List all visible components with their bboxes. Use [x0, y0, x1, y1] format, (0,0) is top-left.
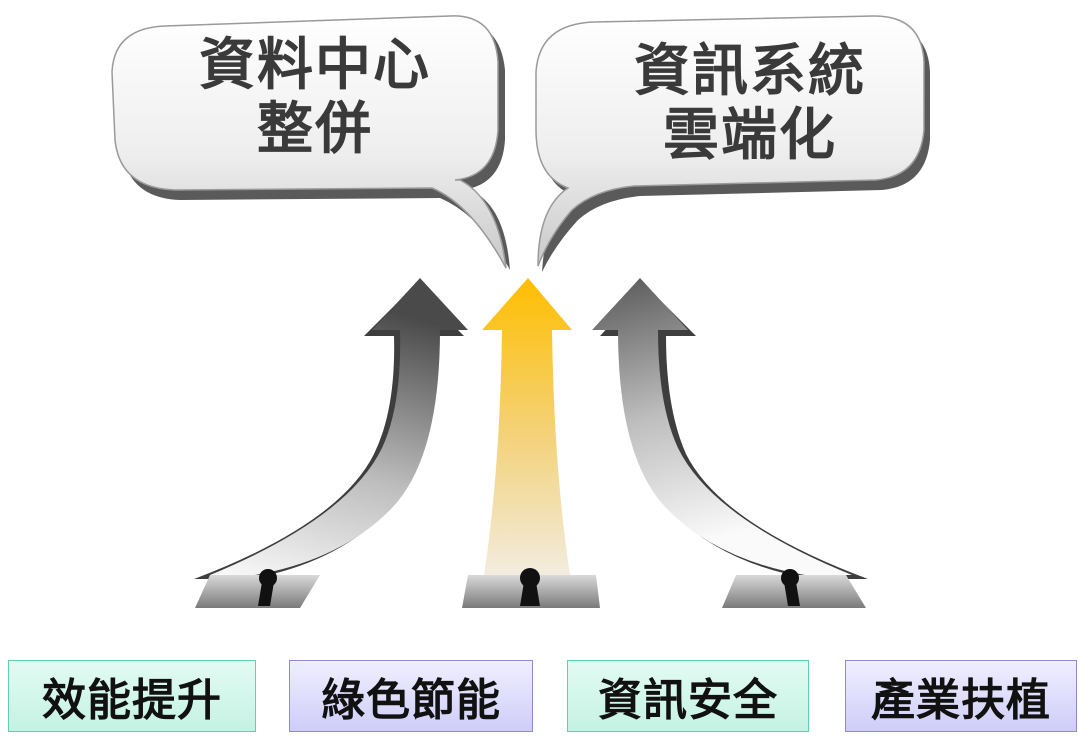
callout-right-line1: 資訊系統: [634, 39, 866, 104]
goal-box-industry-support: 產業扶植: [845, 660, 1077, 732]
callout-left-text: 資料中心 整併: [150, 34, 480, 162]
keyhole-right: [781, 569, 800, 606]
goal-box-green-energy: 綠色節能: [289, 660, 533, 732]
callout-left-line1: 資料中心: [199, 33, 431, 98]
arrow-left: [194, 278, 468, 608]
callout-right: [535, 15, 930, 272]
keyhole-center: [520, 568, 540, 606]
goal-box-info-security: 資訊安全: [567, 660, 809, 732]
callout-left-line2: 整併: [257, 97, 373, 162]
arrow-right: [592, 278, 868, 608]
callout-left: [111, 15, 510, 270]
keyhole-left: [258, 569, 277, 606]
goal-box-performance: 效能提升: [8, 660, 256, 732]
callout-right-line2: 雲端化: [663, 103, 837, 168]
callout-right-text: 資訊系統 雲端化: [585, 40, 915, 168]
arrow-center: [462, 278, 600, 608]
